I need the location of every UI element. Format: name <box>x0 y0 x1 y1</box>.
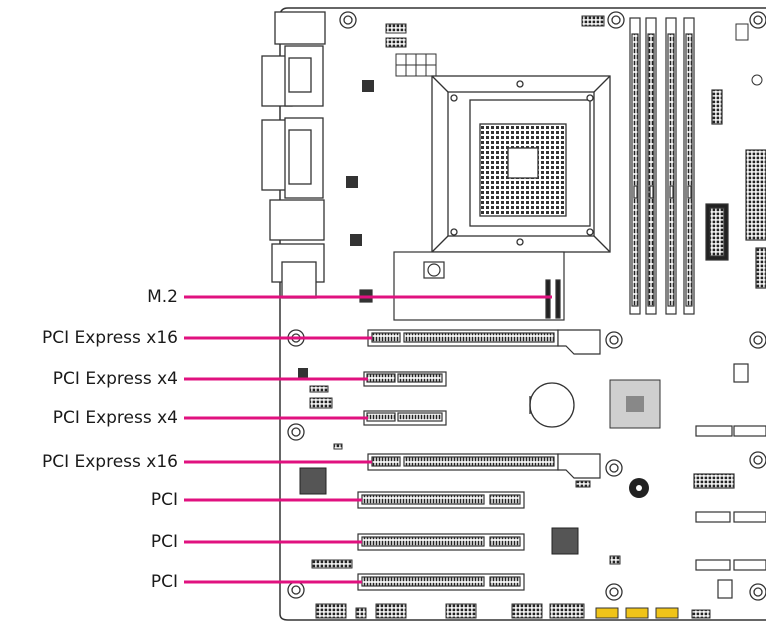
label-m2: M.2 <box>147 287 178 307</box>
dimm-slot <box>646 18 656 314</box>
sata-connector <box>696 560 730 570</box>
sata-connector <box>734 426 766 436</box>
mounting-hole <box>288 424 304 440</box>
sata-connector <box>734 512 766 522</box>
sata-connector <box>696 512 730 522</box>
dimm-slot <box>630 18 640 314</box>
header-yellow <box>656 608 678 618</box>
header-pins <box>712 90 722 124</box>
header-pins <box>386 24 406 33</box>
label-pci-3: PCI <box>151 572 178 592</box>
label-pcie-x4-a: PCI Express x4 <box>53 369 178 389</box>
label-pcie-x4-b: PCI Express x4 <box>53 408 178 428</box>
mounting-hole <box>288 582 304 598</box>
header-pins <box>756 248 766 288</box>
mounting-hole <box>340 12 356 28</box>
mounting-hole <box>608 12 624 28</box>
dimm-slots <box>630 18 694 314</box>
jumper <box>736 24 748 40</box>
header-pins <box>694 474 734 488</box>
cpu-socket <box>432 76 610 252</box>
sata-connector <box>734 560 766 570</box>
dimm-slot <box>684 18 694 314</box>
jumper <box>734 364 748 382</box>
sata-connector <box>696 426 732 436</box>
pci-slot-2 <box>358 534 524 550</box>
jumper <box>718 580 732 598</box>
mounting-hole <box>750 12 766 28</box>
pcie-x4-slot-a <box>364 372 446 386</box>
fan-header <box>582 16 604 26</box>
label-pcie-x16-bottom: PCI Express x16 <box>42 452 178 472</box>
bottom-headers <box>316 604 710 618</box>
mounting-hole <box>750 584 766 600</box>
pci-slot-3 <box>358 574 524 590</box>
label-pci-2: PCI <box>151 532 178 552</box>
rear-io-ps2-port <box>275 12 325 44</box>
rear-io-usb-port <box>270 200 324 240</box>
pcie-x16-slot-top <box>368 330 600 354</box>
m2-slot <box>360 252 564 320</box>
capacitor <box>350 234 362 246</box>
pci-slot-1 <box>358 492 524 508</box>
mounting-hole <box>606 332 622 348</box>
lan-chip <box>552 528 578 554</box>
capacitor <box>362 80 374 92</box>
rear-io <box>262 12 325 298</box>
cmos-battery <box>530 383 574 427</box>
mounting-hole <box>606 460 622 476</box>
mounting-hole <box>750 452 766 468</box>
super-io-chip <box>300 468 326 494</box>
header-yellow <box>596 608 618 618</box>
dimm-slot <box>666 18 676 314</box>
mounting-hole <box>606 584 622 600</box>
capacitor <box>346 176 358 188</box>
label-pcie-x16-top: PCI Express x16 <box>42 328 178 348</box>
pcie-x4-slot-b <box>364 411 446 425</box>
mounting-hole <box>750 332 766 348</box>
header-pins <box>386 38 406 47</box>
pcie-x16-slot-bottom <box>368 454 600 478</box>
atx-power-connector <box>746 150 766 240</box>
label-pci-1: PCI <box>151 490 178 510</box>
header-yellow <box>626 608 648 618</box>
